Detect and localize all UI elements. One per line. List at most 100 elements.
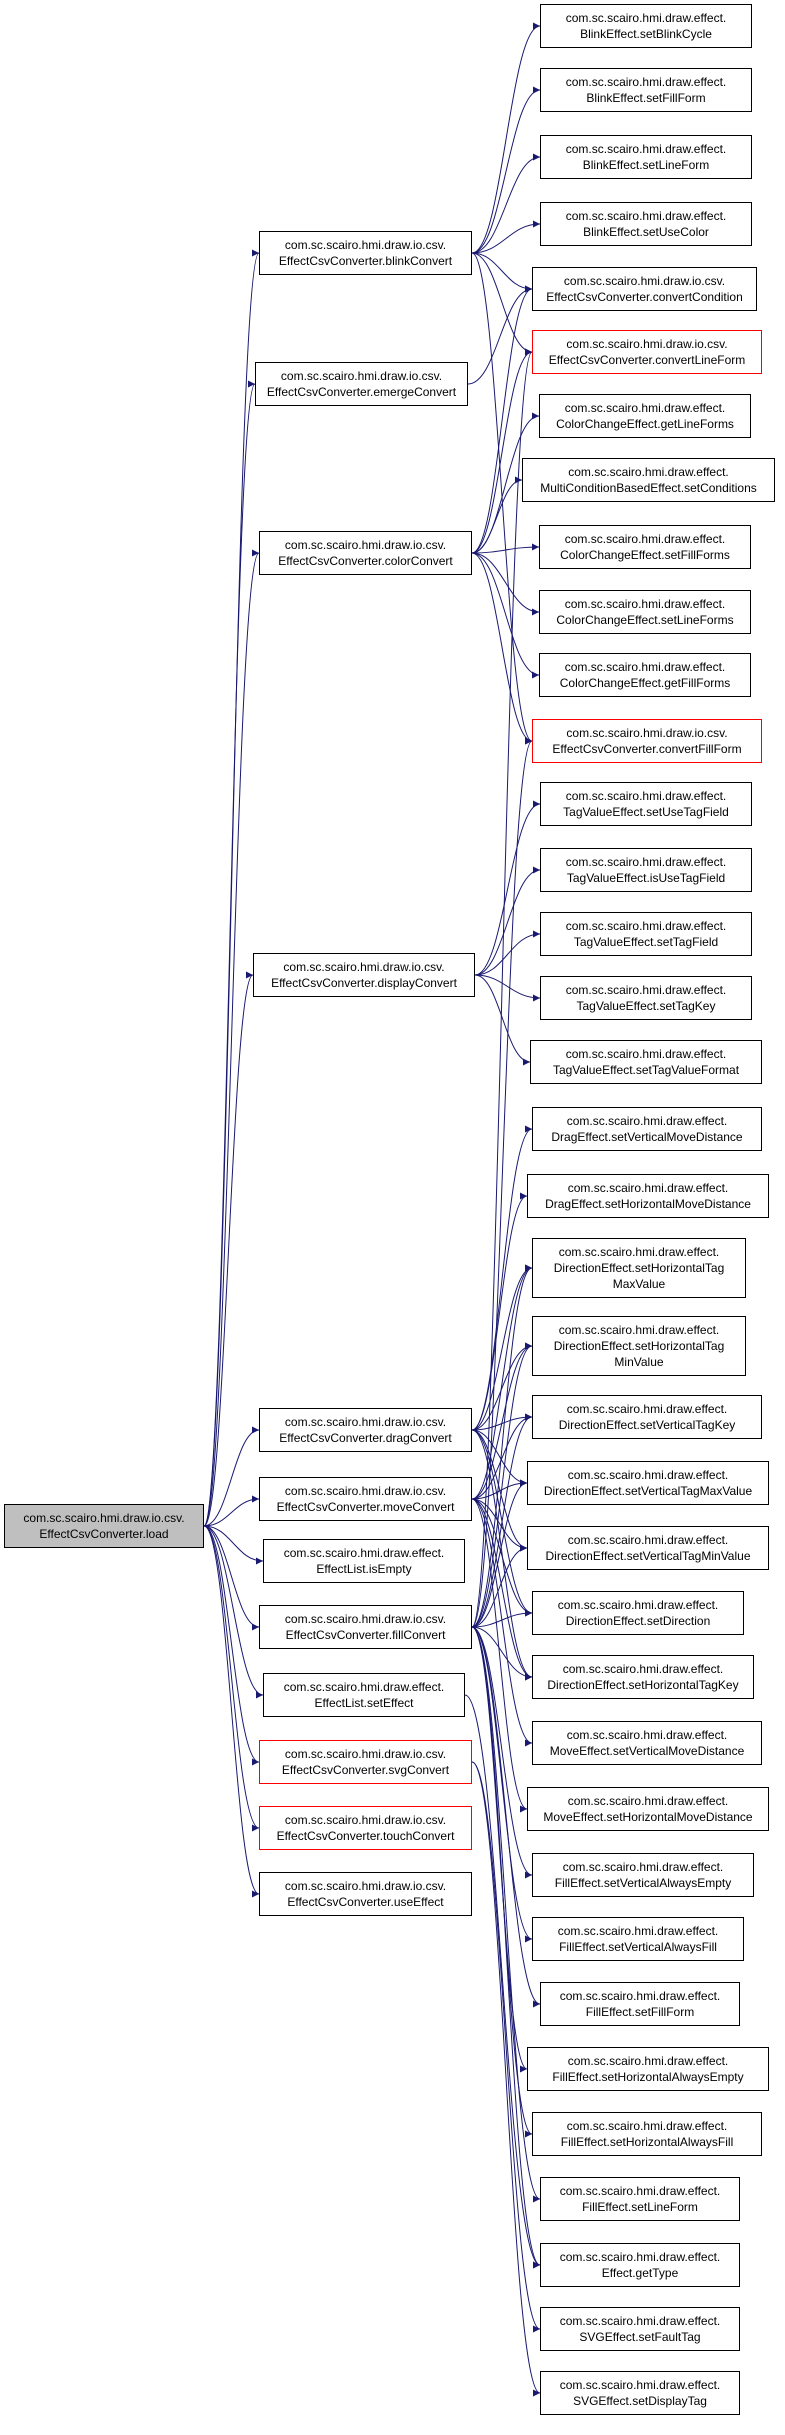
node-label-line: com.sc.scairo.hmi.draw.effect. xyxy=(566,1114,728,1128)
node-label-line: com.sc.scairo.hmi.draw.effect. xyxy=(558,1323,720,1337)
node-label-line: com.sc.scairo.hmi.draw.effect. xyxy=(564,597,726,611)
node-setUseColor[interactable]: com.sc.scairo.hmi.draw.effect.BlinkEffec… xyxy=(540,202,752,246)
node-setVTagMax[interactable]: com.sc.scairo.hmi.draw.effect. DirectionE… xyxy=(527,1461,769,1505)
node-setTagKey[interactable]: com.sc.scairo.hmi.draw.effect.TagValueEf… xyxy=(540,976,752,1020)
node-label-line: com.sc.scairo.hmi.draw.io.csv. xyxy=(284,1813,447,1827)
edge-moveConvert-to-setVTagKey xyxy=(471,1413,533,1500)
node-label-line: com.sc.scairo.hmi.draw.io.csv. xyxy=(284,1879,447,1893)
node-setFaultTag[interactable]: com.sc.scairo.hmi.draw.effect.SVGEffect.… xyxy=(540,2307,740,2351)
node-setBlinkCycle[interactable]: com.sc.scairo.hmi.draw.effect.BlinkEffec… xyxy=(540,4,752,48)
edge-blinkConvert-to-blinkSetLineForm xyxy=(471,153,541,254)
node-setHAF[interactable]: com.sc.scairo.hmi.draw.effect.FillEffect… xyxy=(532,2112,762,2156)
node-setVAF[interactable]: com.sc.scairo.hmi.draw.effect.FillEffect… xyxy=(532,1917,744,1961)
node-svgConvert[interactable]: com.sc.scairo.hmi.draw.io.csv.EffectCsvC… xyxy=(259,1740,472,1784)
node-setHTagMax[interactable]: com.sc.scairo.hmi.draw.effect.DirectionE… xyxy=(532,1238,746,1298)
node-label-line: BlinkEffect.setUseColor xyxy=(583,225,709,239)
edge-svgConvert-to-setDisplayTag xyxy=(471,1761,541,2397)
node-setVAE[interactable]: com.sc.scairo.hmi.draw.effect. FillEffect… xyxy=(532,1853,754,1897)
node-setHAE[interactable]: com.sc.scairo.hmi.draw.effect.FillEffect… xyxy=(527,2047,769,2091)
edge-displayConvert-to-isUseTagField xyxy=(474,866,541,976)
node-emergeConvert[interactable]: com.sc.scairo.hmi.draw.io.csv.EffectCsvC… xyxy=(255,362,468,406)
node-label-line: MinValue xyxy=(614,1355,664,1369)
node-touchConvert[interactable]: com.sc.scairo.hmi.draw.io.csv.EffectCsvC… xyxy=(259,1806,472,1850)
node-setDirection[interactable]: com.sc.scairo.hmi.draw.effect. DirectionE… xyxy=(532,1591,744,1635)
node-fillSetFillForm[interactable]: com.sc.scairo.hmi.draw.effect.FillEffect… xyxy=(540,1982,740,2026)
node-label-line: FillEffect.setFillForm xyxy=(585,2005,695,2019)
node-convertCondition[interactable]: com.sc.scairo.hmi.draw.io.csv.EffectCsvC… xyxy=(532,267,757,311)
node-blinkSetFillForm[interactable]: com.sc.scairo.hmi.draw.effect.BlinkEffec… xyxy=(540,68,752,112)
node-ccGetFillForms[interactable]: com.sc.scairo.hmi.draw.effect.ColorChang… xyxy=(539,653,751,697)
edge-fillConvert-to-convertFillForm xyxy=(471,737,533,1628)
node-setVTagMin[interactable]: com.sc.scairo.hmi.draw.effect.DirectionE… xyxy=(527,1526,769,1570)
node-setUseTagField[interactable]: com.sc.scairo.hmi.draw.effect.TagValueEf… xyxy=(540,782,752,826)
node-blinkConvert[interactable]: com.sc.scairo.hmi.draw.io.csv.EffectCsvC… xyxy=(259,231,472,275)
node-ccSetLineForms[interactable]: com.sc.scairo.hmi.draw.effect. ColorChang… xyxy=(539,590,751,634)
node-label-line: FillEffect.setVerticalAlwaysEmpty xyxy=(554,1876,732,1890)
node-ccGetLineForms[interactable]: com.sc.scairo.hmi.draw.effect.ColorChang… xyxy=(539,394,751,438)
edge-blinkConvert-to-setBlinkCycle xyxy=(471,22,541,254)
node-isUseTagField[interactable]: com.sc.scairo.hmi.draw.effect.TagValueEf… xyxy=(540,848,752,892)
node-label-line: ColorChangeEffect.setLineForms xyxy=(556,613,734,627)
node-label-line: DirectionEffect.setVerticalTagKey xyxy=(558,1418,736,1432)
node-dragSetVMD[interactable]: com.sc.scairo.hmi.draw.effect.DragEffect… xyxy=(532,1107,762,1151)
node-label-line: DragEffect.setHorizontalMoveDistance xyxy=(545,1197,751,1211)
node-label-line: MoveEffect.setHorizontalMoveDistance xyxy=(543,1810,753,1824)
node-getType[interactable]: com.sc.scairo.hmi.draw.effect.Effect.get… xyxy=(540,2243,740,2287)
node-label-line: com.sc.scairo.hmi.draw.io.csv. xyxy=(284,238,447,252)
node-label-line: com.sc.scairo.hmi.draw.io.csv. xyxy=(283,960,445,974)
node-setConditions[interactable]: com.sc.scairo.hmi.draw.effect.MultiCondi… xyxy=(522,458,775,502)
edge-colorConvert-to-ccGetFillForms xyxy=(471,552,540,679)
node-setTagField[interactable]: com.sc.scairo.hmi.draw.effect.TagValueEf… xyxy=(540,912,752,956)
edge-dragConvert-to-setHTagKey xyxy=(471,1429,533,1681)
node-setEffect[interactable]: com.sc.scairo.hmi.draw.effect.EffectList… xyxy=(263,1673,465,1717)
node-ccSetFillForms[interactable]: com.sc.scairo.hmi.draw.effect.ColorChang… xyxy=(539,525,751,569)
node-label-line: com.sc.scairo.hmi.draw.effect. xyxy=(557,1598,719,1612)
edge-fillConvert-to-setVTagMax xyxy=(471,1479,528,1628)
node-displayConvert[interactable]: com.sc.scairo.hmi.draw.io.csv.EffectCsvC… xyxy=(253,953,475,997)
node-label-line: DirectionEffect.setVerticalTagMaxValue xyxy=(543,1484,753,1498)
node-moveConvert[interactable]: com.sc.scairo.hmi.draw.io.csv.EffectCsvC… xyxy=(259,1477,472,1521)
edge-fillConvert-to-getType xyxy=(471,1626,541,2269)
node-label-line: DirectionEffect.setHorizontalTagKey xyxy=(547,1678,739,1692)
node-label-line: SVGEffect.setDisplayTag xyxy=(573,2394,707,2408)
node-label-line: com.sc.scairo.hmi.draw.effect. xyxy=(565,919,727,933)
edge-moveConvert-to-setHTagMax xyxy=(471,1264,533,1500)
edge-load-to-setEffect xyxy=(203,1525,264,1699)
node-useEffect[interactable]: com.sc.scairo.hmi.draw.io.csv.EffectCsvC… xyxy=(259,1872,472,1916)
node-setVTagKey[interactable]: com.sc.scairo.hmi.draw.effect. DirectionE… xyxy=(532,1395,762,1439)
node-fillSetLineForm[interactable]: com.sc.scairo.hmi.draw.effect.FillEffect… xyxy=(540,2177,740,2221)
node-moveSetVMD[interactable]: com.sc.scairo.hmi.draw.effect.MoveEffect… xyxy=(532,1721,762,1765)
node-colorConvert[interactable]: com.sc.scairo.hmi.draw.io.csv.EffectCsvC… xyxy=(259,531,472,575)
node-label-line: com.sc.scairo.hmi.draw.effect. xyxy=(564,401,726,415)
node-label-line: EffectCsvConverter.moveConvert xyxy=(276,1500,455,1514)
node-label-line: com.sc.scairo.hmi.draw.io.csv. xyxy=(563,274,726,288)
node-setHTagMin[interactable]: com.sc.scairo.hmi.draw.effect. DirectionE… xyxy=(532,1316,746,1376)
node-label-line: com.sc.scairo.hmi.draw.effect. xyxy=(566,1402,728,1416)
edge-colorConvert-to-convertFillForm xyxy=(471,552,533,745)
node-label-line: DirectionEffect.setVerticalTagMinValue xyxy=(545,1549,751,1563)
node-setDisplayTag[interactable]: com.sc.scairo.hmi.draw.effect.SVGEffect.… xyxy=(540,2371,740,2415)
node-isEmpty[interactable]: com.sc.scairo.hmi.draw.effect.EffectList… xyxy=(263,1539,465,1583)
node-dragSetHMD[interactable]: com.sc.scairo.hmi.draw.effect.DragEffect… xyxy=(527,1174,769,1218)
edge-load-to-svgConvert xyxy=(203,1525,260,1766)
node-label-line: EffectCsvConverter.convertLineForm xyxy=(548,353,746,367)
node-label-line: TagValueEffect.setTagValueFormat xyxy=(552,1063,740,1077)
edge-colorConvert-to-convertLineForm xyxy=(471,348,533,554)
node-setHTagKey[interactable]: com.sc.scairo.hmi.draw.effect.DirectionE… xyxy=(532,1655,754,1699)
node-label-line: com.sc.scairo.hmi.draw.effect. xyxy=(567,2054,729,2068)
node-blinkSetLineForm[interactable]: com.sc.scairo.hmi.draw.effect.BlinkEffec… xyxy=(540,135,752,179)
node-fillConvert[interactable]: com.sc.scairo.hmi.draw.io.csv.EffectCsvC… xyxy=(259,1605,472,1649)
node-moveSetHMD[interactable]: com.sc.scairo.hmi.draw.effect.MoveEffect… xyxy=(527,1787,769,1831)
node-setTagValueFormat[interactable]: com.sc.scairo.hmi.draw.effect.TagValueEf… xyxy=(530,1040,762,1084)
node-convertFillForm[interactable]: com.sc.scairo.hmi.draw.io.csv.EffectCsvC… xyxy=(532,719,762,763)
node-label-line: com.sc.scairo.hmi.draw.io.csv. xyxy=(280,369,443,383)
node-label-line: com.sc.scairo.hmi.draw.effect. xyxy=(562,1860,724,1874)
node-label-line: DirectionEffect.setDirection xyxy=(565,1614,711,1628)
node-label-line: com.sc.scairo.hmi.draw.io.csv. xyxy=(284,1747,447,1761)
node-label-line: DirectionEffect.setHorizontalTag xyxy=(553,1339,725,1353)
node-convertLineForm[interactable]: com.sc.scairo.hmi.draw.io.csv.EffectCsvC… xyxy=(532,330,762,374)
node-dragConvert[interactable]: com.sc.scairo.hmi.draw.io.csv.EffectCsvC… xyxy=(259,1408,472,1452)
node-label-line: com.sc.scairo.hmi.draw.effect. xyxy=(565,142,727,156)
node-label-line: com.sc.scairo.hmi.draw.effect. xyxy=(567,1468,729,1482)
